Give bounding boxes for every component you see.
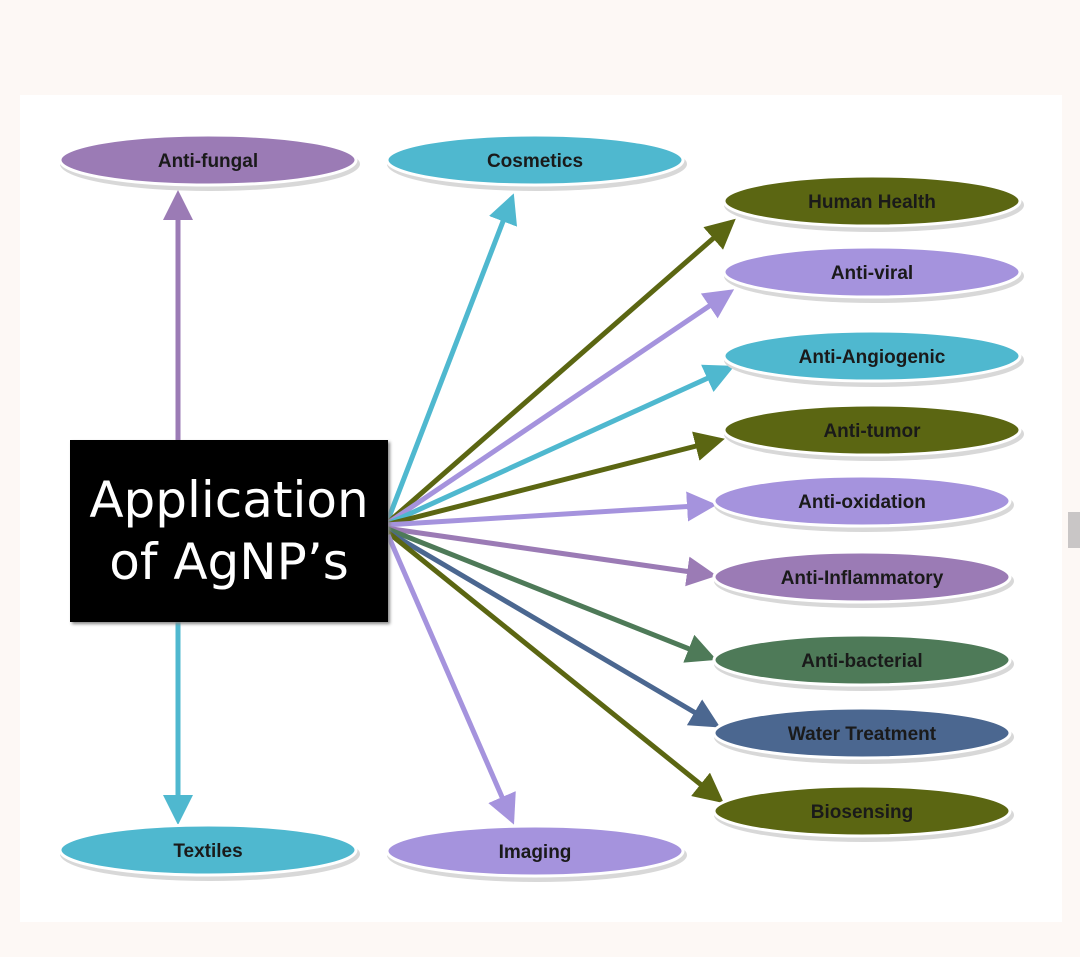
node-label: Anti-bacterial (801, 651, 922, 672)
node-anti-oxidation: Anti-oxidation (712, 474, 1014, 532)
node-label: Anti-oxidation (798, 492, 926, 513)
node-anti-tumor: Anti-tumor (722, 403, 1024, 461)
arrow-to-imaging (385, 534, 516, 825)
node-biosensing: Biosensing (712, 784, 1014, 842)
arrow-to-anti-tumor (384, 431, 725, 528)
node-ellipse (722, 245, 1022, 299)
arrow-to-cosmetics (385, 193, 518, 521)
node-anti-angiogenic: Anti-Angiogenic (722, 329, 1024, 387)
arrow-to-anti-inflammatory (384, 525, 717, 587)
node-label: Anti-viral (831, 263, 913, 284)
side-marker (1068, 512, 1080, 548)
central-node-line2: of AgNP’s (109, 533, 349, 591)
node-ellipse (722, 174, 1022, 228)
central-node-line1: Application (89, 471, 369, 529)
node-label: Anti-tumor (823, 421, 921, 442)
arrow-to-human-health (383, 218, 736, 527)
node-label: Human Health (808, 192, 936, 213)
node-ellipse (712, 633, 1012, 687)
node-label: Anti-Inflammatory (781, 568, 944, 589)
node-ellipse (712, 784, 1012, 838)
node-ellipse (712, 550, 1012, 604)
node-label: Anti-fungal (158, 151, 258, 172)
node-ellipse (385, 133, 685, 187)
node-label: Imaging (499, 842, 572, 863)
node-anti-inflammatory: Anti-Inflammatory (712, 550, 1014, 608)
central-node: Application of AgNP’s (70, 440, 388, 622)
node-anti-fungal: Anti-fungal (58, 133, 360, 191)
node-anti-viral: Anti-viral (722, 245, 1024, 303)
node-label: Water Treatment (788, 724, 937, 745)
node-ellipse (58, 133, 358, 187)
node-ellipse (722, 329, 1022, 383)
node-ellipse (58, 823, 358, 877)
node-label: Biosensing (811, 802, 913, 823)
arrow-to-anti-oxidation (384, 491, 717, 528)
node-label: Textiles (173, 841, 242, 862)
node-water-treatment: Water Treatment (712, 706, 1014, 764)
node-label: Anti-Angiogenic (799, 347, 946, 368)
node-ellipse (712, 474, 1012, 528)
arrow-to-anti-viral (383, 289, 735, 528)
node-ellipse (712, 706, 1012, 760)
node-human-health: Human Health (722, 174, 1024, 232)
node-imaging: Imaging (385, 824, 687, 882)
node-anti-bacterial: Anti-bacterial (712, 633, 1014, 691)
arrow-to-biosensing (383, 528, 724, 804)
node-textiles: Textiles (58, 823, 360, 881)
node-cosmetics: Cosmetics (385, 133, 687, 191)
arrow-to-water-treatment (383, 527, 721, 728)
node-label: Cosmetics (487, 151, 583, 172)
node-ellipse (385, 824, 685, 878)
arrow-to-anti-angiogenic (383, 364, 735, 528)
arrow-to-anti-bacterial (384, 525, 717, 663)
node-ellipse (722, 403, 1022, 457)
